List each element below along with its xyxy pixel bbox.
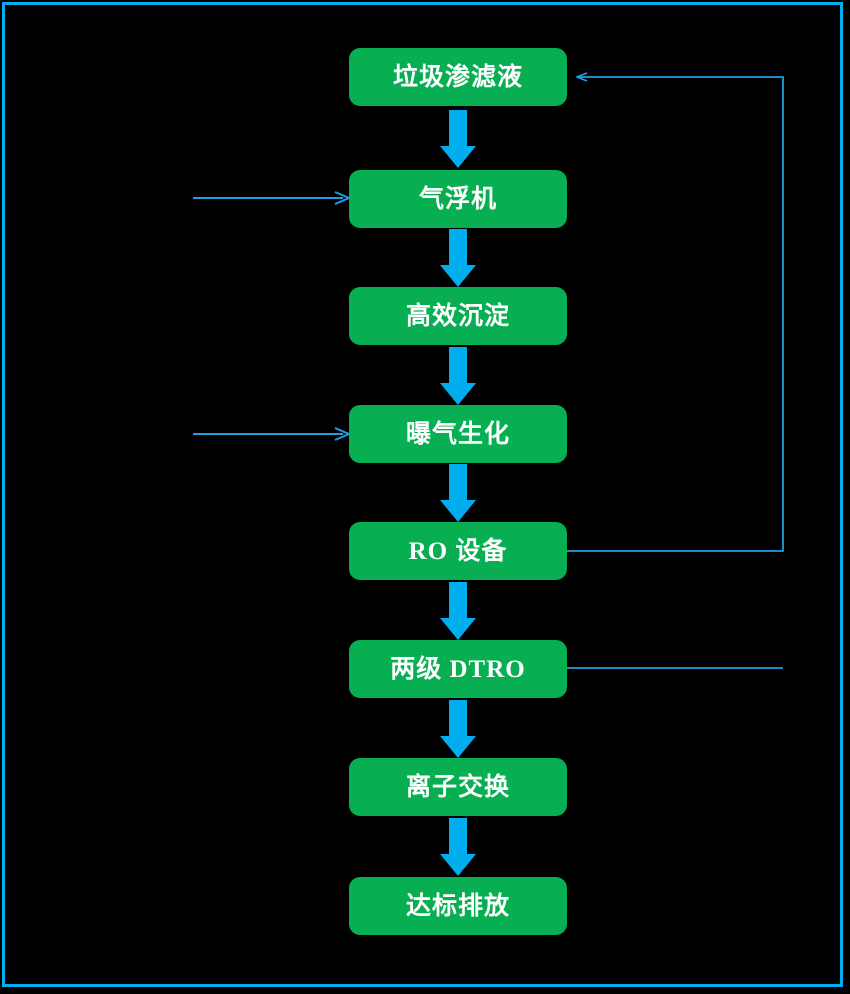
flow-arrow-dtro-to-ionexchange xyxy=(440,700,476,760)
node-leachate-label: 垃圾渗滤液 xyxy=(392,63,523,91)
node-ro[interactable]: RO 设备 xyxy=(349,522,567,580)
flow-arrow-ro-to-dtro xyxy=(440,582,476,642)
node-flotation-label: 气浮机 xyxy=(418,185,497,213)
node-aeration-label: 曝气生化 xyxy=(405,420,510,448)
node-ionexchange[interactable]: 离子交换 xyxy=(349,758,567,816)
node-leachate[interactable]: 垃圾渗滤液 xyxy=(349,48,567,106)
feed-arrow-flotation xyxy=(193,190,353,206)
node-settling-label: 高效沉淀 xyxy=(405,302,510,330)
flow-arrow-settling-to-aeration xyxy=(440,347,476,407)
flow-arrow-aeration-to-ro xyxy=(440,464,476,524)
flow-arrow-flotation-to-settling xyxy=(440,229,476,289)
node-settling[interactable]: 高效沉淀 xyxy=(349,287,567,345)
node-flotation[interactable]: 气浮机 xyxy=(349,170,567,228)
flow-arrow-ionexchange-to-discharge xyxy=(440,818,476,878)
node-dtro-label: 两级 DTRO xyxy=(390,655,526,683)
node-ro-label: RO 设备 xyxy=(408,537,508,565)
node-aeration[interactable]: 曝气生化 xyxy=(349,405,567,463)
node-discharge-label: 达标排放 xyxy=(405,892,510,920)
node-dtro[interactable]: 两级 DTRO xyxy=(349,640,567,698)
flow-arrow-leachate-to-flotation xyxy=(440,110,476,170)
feed-arrow-aeration xyxy=(193,426,353,442)
node-ionexchange-label: 离子交换 xyxy=(405,773,510,801)
recycle-line-ro xyxy=(567,77,784,552)
node-discharge[interactable]: 达标排放 xyxy=(349,877,567,935)
